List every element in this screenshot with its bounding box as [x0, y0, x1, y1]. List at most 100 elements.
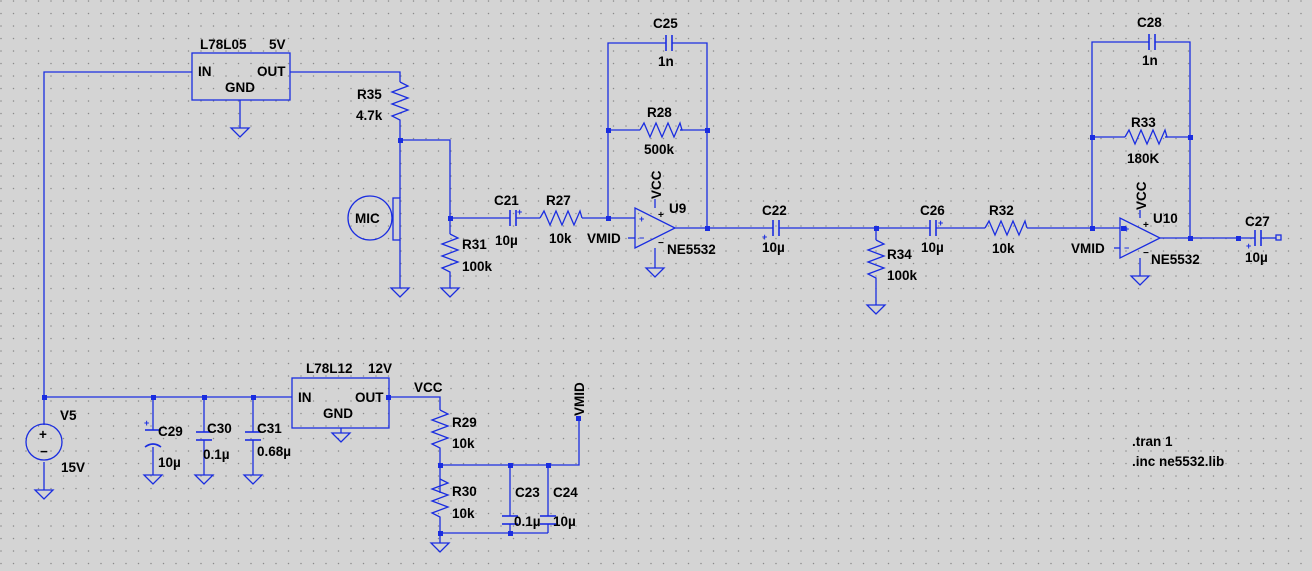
- r29-value: 10k: [452, 436, 475, 451]
- capacitor-c28[interactable]: C28 1n: [1137, 15, 1162, 68]
- v5-label: V5: [60, 408, 77, 423]
- u10-vcc-pin: +: [1143, 220, 1149, 231]
- ground-reg1: [229, 100, 251, 138]
- r35-value: 4.7k: [356, 108, 383, 123]
- resistor-r33[interactable]: R33 180K: [1124, 115, 1168, 166]
- capacitor-c27[interactable]: + C27 10µ: [1245, 214, 1270, 265]
- c25-value: 1n: [658, 54, 674, 69]
- c25-label: C25: [653, 16, 678, 31]
- u10-vcc-label: VCC: [1134, 181, 1149, 210]
- capacitor-c31[interactable]: C31 0.68µ: [245, 421, 291, 459]
- resistor-r35[interactable]: R35 4.7k: [356, 81, 410, 125]
- c27-label: C27: [1245, 214, 1270, 229]
- resistor-r32[interactable]: R32 10k: [984, 203, 1028, 256]
- capacitor-c30[interactable]: C30 0.1µ: [196, 421, 232, 462]
- capacitor-c25[interactable]: C25 1n: [653, 16, 678, 69]
- regulator-l78l12[interactable]: L78L12 12V IN OUT GND: [291, 361, 392, 429]
- u10-label: U10: [1153, 211, 1178, 226]
- c31-value: 0.68µ: [257, 444, 291, 459]
- resistor-r30[interactable]: R30 10k: [430, 478, 477, 521]
- ground-r34: [865, 304, 887, 315]
- c24-value: 10µ: [553, 514, 576, 529]
- ground-c29: [142, 474, 164, 485]
- r33-label: R33: [1131, 115, 1156, 130]
- r28-value: 500k: [644, 142, 675, 157]
- c26-value: 10µ: [921, 240, 944, 255]
- c29-plus: +: [144, 418, 149, 428]
- r35-label: R35: [357, 87, 382, 102]
- c28-value: 1n: [1142, 53, 1158, 68]
- net-label-vcc: VCC: [414, 380, 443, 395]
- ground-u10: [1129, 275, 1151, 286]
- u9-plus: +: [639, 214, 644, 224]
- u9-gnd-pin: −: [658, 238, 664, 249]
- directive-include: .inc ne5532.lib: [1132, 454, 1224, 469]
- c27-value: 10µ: [1245, 250, 1268, 265]
- reg2-out-pin: OUT: [355, 390, 384, 405]
- c30-label: C30: [207, 421, 232, 436]
- capacitor-c26[interactable]: + C26 10µ: [920, 203, 945, 255]
- reg1-in-pin: IN: [198, 64, 212, 79]
- u9-vmid-label: VMID: [587, 231, 621, 246]
- reg2-gnd-pin: GND: [323, 406, 353, 421]
- reg1-out-pin: OUT: [257, 64, 286, 79]
- ground-symbols: [33, 100, 1151, 553]
- output-port[interactable]: [1275, 234, 1282, 241]
- resistor-r27[interactable]: R27 10k: [539, 193, 583, 246]
- capacitor-c29[interactable]: + C29 10µ: [144, 418, 183, 470]
- reg1-rating: 5V: [269, 37, 286, 52]
- junctions: [42, 128, 1241, 536]
- capacitor-c23[interactable]: C23 0.1µ: [502, 485, 541, 529]
- c26-label: C26: [920, 203, 945, 218]
- net-label-vmid: VMID: [572, 382, 587, 416]
- u10-vmid-label: VMID: [1071, 241, 1105, 256]
- directive-tran: .tran 1: [1132, 434, 1173, 449]
- capacitor-c22[interactable]: + C22 10µ: [762, 203, 787, 255]
- c21-label: C21: [494, 193, 519, 208]
- c30-value: 0.1µ: [203, 447, 230, 462]
- microphone-mic[interactable]: MIC: [347, 195, 401, 241]
- spice-directives[interactable]: .tran 1 .inc ne5532.lib: [1132, 434, 1224, 469]
- resistor-r28[interactable]: R28 500k: [639, 105, 683, 157]
- r32-value: 10k: [992, 241, 1015, 256]
- resistor-r34[interactable]: R34 100k: [866, 239, 918, 284]
- ground-r31: [439, 287, 461, 298]
- reg2-rating: 12V: [368, 361, 392, 376]
- opamp-u10[interactable]: + − + − VCC U10 VMID NE5532: [1071, 181, 1200, 267]
- c31-label: C31: [257, 421, 282, 436]
- ground-r30: [429, 537, 451, 553]
- r34-label: R34: [887, 247, 912, 262]
- r34-value: 100k: [887, 268, 918, 283]
- regulator-l78l05[interactable]: L78L05 5V IN OUT GND: [191, 37, 291, 101]
- mic-label: MIC: [355, 211, 380, 226]
- voltage-source-v5[interactable]: + − V5 15V: [25, 408, 85, 475]
- resistor-r29[interactable]: R29 10k: [430, 409, 477, 452]
- u9-label: U9: [669, 201, 686, 216]
- v5-plus: +: [39, 427, 47, 442]
- reg1-part: L78L05: [200, 37, 247, 52]
- capacitor-c21[interactable]: + C21 10µ: [494, 193, 522, 248]
- ground-c31: [242, 474, 264, 485]
- r31-value: 100k: [462, 259, 493, 274]
- capacitor-c24[interactable]: C24 10µ: [540, 485, 578, 529]
- u10-gnd-pin: −: [1143, 248, 1149, 259]
- u10-minus: −: [1124, 243, 1129, 253]
- u10-part: NE5532: [1151, 252, 1200, 267]
- r32-label: R32: [989, 203, 1014, 218]
- r30-label: R30: [452, 484, 477, 499]
- ground-v5: [33, 489, 55, 500]
- c26-plus: +: [938, 218, 943, 228]
- r28-label: R28: [647, 105, 672, 120]
- c22-plus: +: [762, 232, 767, 242]
- reg2-in-pin: IN: [298, 390, 312, 405]
- wires: [43, 41, 1276, 537]
- c29-value: 10µ: [158, 455, 181, 470]
- resistor-r31[interactable]: R31 100k: [440, 233, 493, 278]
- ground-c30: [193, 474, 215, 485]
- c22-value: 10µ: [762, 240, 785, 255]
- opamp-u9[interactable]: + − + − VCC U9 VMID NE5532: [587, 170, 716, 257]
- u9-vcc-pin: +: [658, 210, 664, 221]
- ground-mic: [389, 287, 411, 298]
- c28-label: C28: [1137, 15, 1162, 30]
